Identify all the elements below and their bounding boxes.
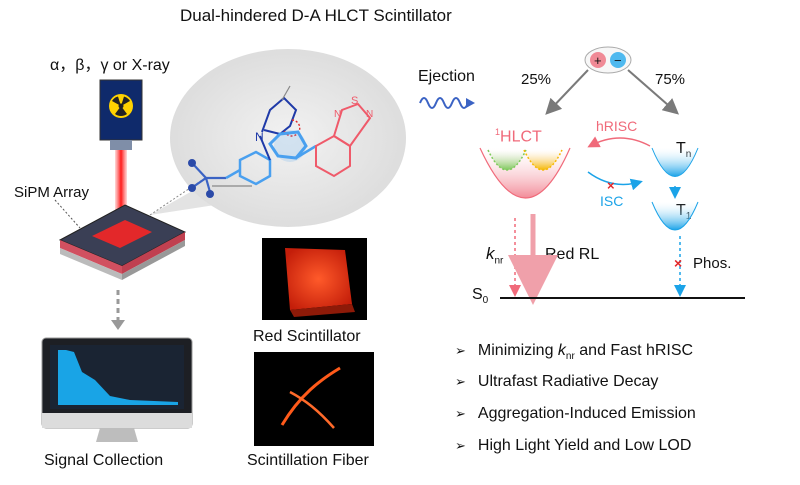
chair-hindrance-label: Chair Hindrance <box>233 63 349 80</box>
molecule-n-atom-right: N <box>366 109 373 120</box>
minus-charge: − <box>614 53 622 68</box>
hrisc-arrow <box>587 136 651 148</box>
s0-text: S <box>472 286 483 303</box>
feature-text-pre: Minimizing <box>477 342 558 359</box>
ejection-label: Ejection <box>418 68 475 85</box>
bulky-hindrance-label: Bulky Hindrance <box>255 177 372 194</box>
computer-monitor-icon <box>41 337 193 442</box>
isc-blocked-mark: × <box>607 178 615 193</box>
exciton-pair-icon <box>584 46 632 74</box>
isc-label: ISC <box>600 193 624 209</box>
chair-pointer-line <box>281 85 291 101</box>
radiation-label: α，β，γ or X-ray <box>50 57 170 74</box>
feature-text: Aggregation-Induced Emission <box>477 405 696 422</box>
diagram-title: Dual-hindered D-A HLCT Scintillator <box>180 6 452 25</box>
tn-text: T <box>676 140 686 157</box>
triplet-percentage: 75% <box>655 71 686 88</box>
sipm-array-icon <box>54 199 187 280</box>
feature-item: ➢ High Light Yield and Low LOD <box>455 437 691 455</box>
hrisc-label: hRISC <box>596 118 638 134</box>
feature-arrow-icon: ➢ <box>455 374 466 389</box>
red-scintillator-label: Red Scintillator <box>253 328 361 345</box>
t1-label: T1 <box>676 202 691 222</box>
hlct-potential-well <box>479 147 571 199</box>
feature-item: ➢ Aggregation-Induced Emission <box>455 405 696 423</box>
scintillation-fiber-label: Scintillation Fiber <box>247 452 369 469</box>
feature-item: ➢ Minimizing knr and Fast hRISC <box>455 342 693 362</box>
feature-k-subscript: nr <box>565 351 575 363</box>
radiation-beam <box>115 150 127 232</box>
molecule-s-atom: S <box>351 95 358 107</box>
red-scintillator-photo <box>262 238 367 320</box>
knr-label: knr <box>486 244 503 266</box>
isc-arrow <box>587 171 643 191</box>
signal-collection-label: Signal Collection <box>44 452 164 469</box>
feature-arrow-icon: ➢ <box>455 343 466 358</box>
feature-arrow-icon: ➢ <box>455 406 466 421</box>
hlct-text: HLCT <box>500 128 542 146</box>
hlct-superscript: 1 <box>495 127 501 137</box>
knr-italic: k <box>486 244 495 263</box>
t1-text: T <box>676 202 686 219</box>
tn-subscript: n <box>685 149 692 161</box>
singlet-arrow <box>545 69 589 115</box>
feature-text-post: and Fast hRISC <box>574 342 694 359</box>
ejection-wave <box>419 97 469 109</box>
feature-text: Ultrafast Radiative Decay <box>477 373 659 390</box>
s0-label: S0 <box>472 286 488 306</box>
radiation-source-icon <box>99 79 143 150</box>
knr-subscript: nr <box>494 255 504 267</box>
scintillation-fiber-photo <box>254 352 374 446</box>
red-rl-label: Red RL <box>545 246 600 263</box>
s0-subscript: 0 <box>482 295 489 307</box>
feature-arrow-icon: ➢ <box>455 438 466 453</box>
phos-label: Phos. <box>693 255 732 272</box>
sipm-label: SiPM Array <box>14 184 90 201</box>
phos-blocked-mark: × <box>674 255 682 271</box>
plus-charge: + <box>594 53 602 68</box>
t1-subscript: 1 <box>685 211 692 223</box>
molecule-n-atom: N <box>255 130 264 144</box>
feature-k-italic: k <box>557 342 566 359</box>
hlct-label: 1HLCT <box>495 127 542 146</box>
feature-item: ➢ Ultrafast Radiative Decay <box>455 373 658 391</box>
molecule-n-atom-left: N <box>334 109 341 120</box>
tn-label: Tn <box>676 140 691 160</box>
feature-text: High Light Yield and Low LOD <box>477 437 692 454</box>
singlet-percentage: 25% <box>521 71 552 88</box>
